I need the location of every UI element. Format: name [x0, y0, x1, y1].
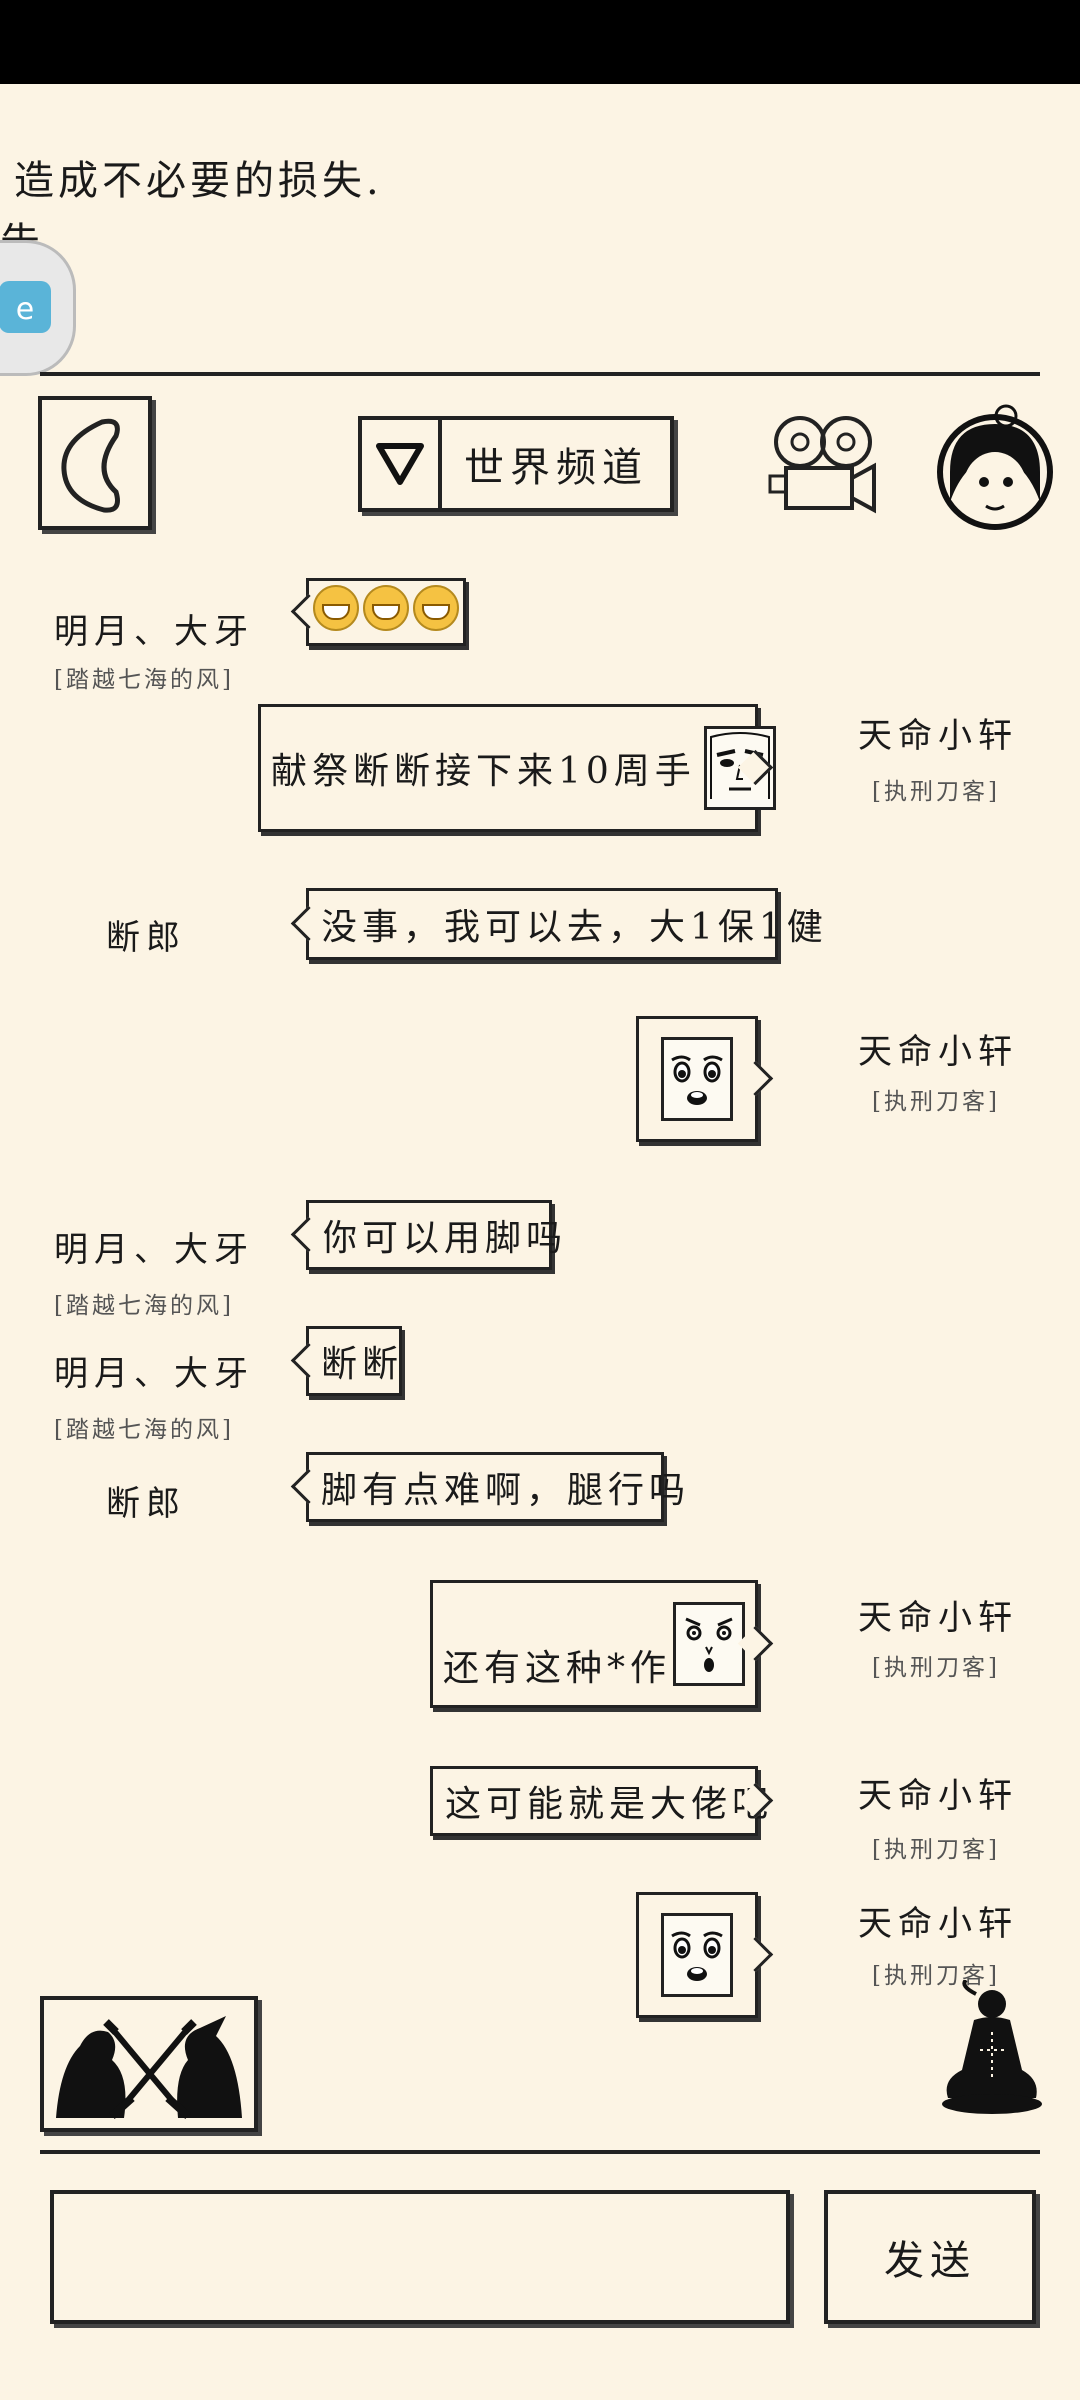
pvp-button[interactable] [40, 1996, 258, 2132]
girl-avatar-icon [937, 404, 1053, 530]
message-text: 还有这种*作 [443, 1648, 672, 1689]
record-button[interactable] [766, 410, 882, 520]
message-bubble[interactable] [636, 1892, 774, 2018]
app-shortcut-icon: e [0, 281, 51, 333]
top-divider [40, 372, 1040, 376]
channel-label: 世界频道 [464, 445, 648, 491]
sender-name[interactable]: 天命小轩 [858, 1032, 1018, 1072]
sender-name[interactable]: 天命小轩 [858, 716, 1018, 756]
surprised-face-sticker-icon [661, 1037, 733, 1121]
message-bubble[interactable] [290, 578, 466, 646]
message-bubble[interactable]: 还有这种*作 [430, 1580, 774, 1708]
grinning-emoji-icon [311, 584, 461, 640]
message-text: 没事，我可以去，大1保1健 [321, 907, 828, 948]
shocked-face-sticker-icon [673, 1602, 745, 1686]
meditating-figure-icon [942, 1978, 1042, 2114]
stern-face-sticker-icon [703, 726, 776, 810]
movie-camera-icon [768, 416, 876, 514]
message-text: 断断 [321, 1344, 404, 1385]
sender-name[interactable]: 天命小轩 [858, 1776, 1018, 1816]
message-bubble[interactable]: 断断 [290, 1326, 404, 1396]
chat-input[interactable] [54, 2194, 786, 2320]
message-bubble[interactable]: 献祭断断接下来10周手 [258, 704, 776, 832]
sender-name[interactable]: 断郎 [106, 918, 186, 958]
triangle-down-icon [376, 443, 424, 485]
send-button[interactable]: 发送 [824, 2190, 1036, 2324]
message-text: 你可以用脚吗 [321, 1218, 568, 1259]
floating-widget[interactable]: e [0, 240, 76, 376]
player-avatar[interactable] [936, 402, 1054, 536]
message-text: 脚有点难啊，腿行吗 [321, 1470, 691, 1511]
sender-title: [执刑刀客] [872, 1089, 1000, 1115]
sender-name[interactable]: 明月、大牙 [54, 1230, 254, 1270]
channel-selector[interactable]: 世界频道 [358, 416, 674, 512]
sender-name[interactable]: 明月、大牙 [54, 1354, 254, 1394]
crossed-swords-icon [56, 2016, 242, 2119]
back-button[interactable] [38, 396, 152, 530]
chat-input-box[interactable] [50, 2190, 790, 2324]
sender-name[interactable]: 断郎 [106, 1484, 186, 1524]
channel-dropdown-toggle[interactable] [362, 420, 442, 508]
sender-title: [踏越七海的风] [54, 1417, 234, 1443]
sender-title: [踏越七海的风] [54, 1293, 234, 1319]
sender-name[interactable]: 天命小轩 [858, 1904, 1018, 1944]
sender-name[interactable]: 明月、大牙 [54, 612, 254, 652]
sender-title: [踏越七海的风] [54, 667, 234, 693]
message-bubble[interactable] [636, 1016, 774, 1142]
message-bubble[interactable]: 你可以用脚吗 [290, 1200, 562, 1270]
message-text: 这可能就是大佬吧 [445, 1784, 774, 1825]
status-bar [0, 0, 1080, 84]
sender-title: [执刑刀客] [872, 1963, 1000, 1989]
message-bubble[interactable]: 脚有点难啊，腿行吗 [290, 1452, 685, 1522]
bottom-divider [40, 2150, 1040, 2154]
message-bubble[interactable]: 没事，我可以去，大1保1健 [290, 888, 823, 960]
sender-title: [执刑刀客] [872, 779, 1000, 805]
back-arrow-icon [61, 418, 120, 513]
sender-title: [执刑刀客] [872, 1655, 1000, 1681]
surprised-face-sticker-icon [661, 1913, 733, 1997]
svg-text:e: e [16, 292, 34, 327]
sender-name[interactable]: 天命小轩 [858, 1598, 1018, 1638]
message-bubble[interactable]: 这可能就是大佬吧 [430, 1766, 774, 1836]
message-text: 献祭断断接下来10周手 [271, 751, 696, 792]
meditate-button[interactable] [936, 1978, 1046, 2116]
system-notice-line-1: 造成不必要的损失. [14, 158, 383, 204]
sender-title: [执刑刀客] [872, 1837, 1000, 1863]
